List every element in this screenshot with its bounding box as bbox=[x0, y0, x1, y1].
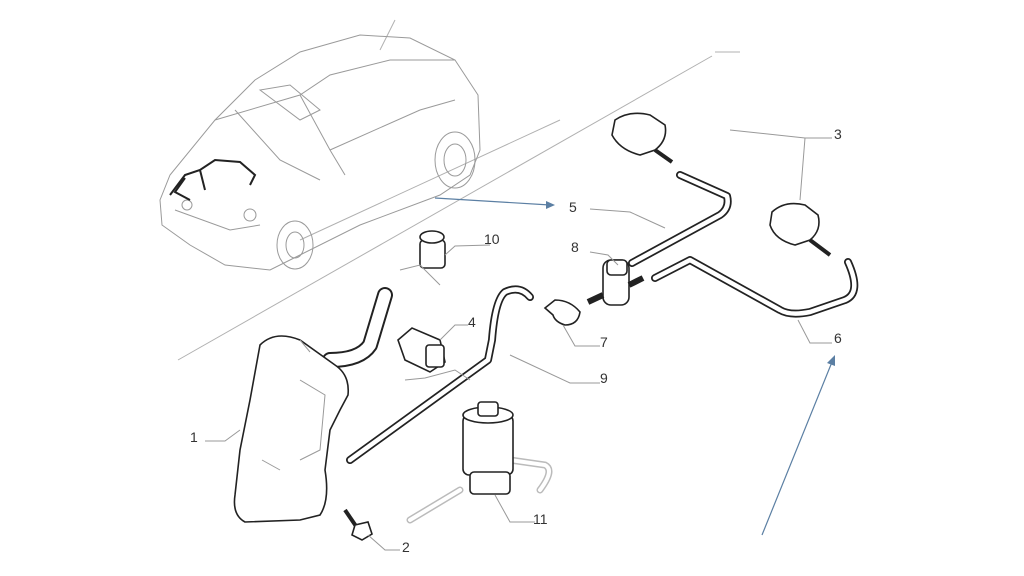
bolt bbox=[343, 508, 373, 541]
blue-arrow-upper bbox=[434, 197, 555, 209]
callout-2: 2 bbox=[402, 539, 410, 555]
hose-6 bbox=[651, 256, 859, 318]
callout-3: 3 bbox=[834, 126, 842, 142]
pump-hose-light bbox=[406, 456, 553, 524]
car-illustration bbox=[159, 34, 481, 271]
leader-lines bbox=[205, 129, 832, 551]
reference-plane-lines bbox=[177, 19, 740, 361]
filler-cap bbox=[419, 230, 446, 269]
blue-arrow-lower bbox=[761, 355, 835, 536]
filler-neck bbox=[322, 287, 393, 368]
hose-9 bbox=[346, 285, 534, 464]
callout-4: 4 bbox=[468, 314, 476, 330]
callout-6: 6 bbox=[834, 330, 842, 346]
callout-11: 11 bbox=[533, 511, 548, 527]
check-valve bbox=[586, 259, 645, 306]
callout-8: 8 bbox=[571, 239, 579, 255]
level-sensor bbox=[397, 327, 446, 373]
washer-nozzle-lower bbox=[769, 202, 832, 257]
washer-reservoir bbox=[233, 335, 350, 523]
washer-nozzle-upper bbox=[611, 112, 674, 164]
callout-5: 5 bbox=[569, 199, 577, 215]
washer-pump bbox=[462, 401, 514, 495]
callout-10: 10 bbox=[484, 231, 500, 247]
connector-7 bbox=[543, 299, 581, 326]
callout-7: 7 bbox=[600, 334, 608, 350]
callout-9: 9 bbox=[600, 370, 608, 386]
callout-1: 1 bbox=[190, 429, 198, 445]
hose-5 bbox=[628, 171, 732, 267]
